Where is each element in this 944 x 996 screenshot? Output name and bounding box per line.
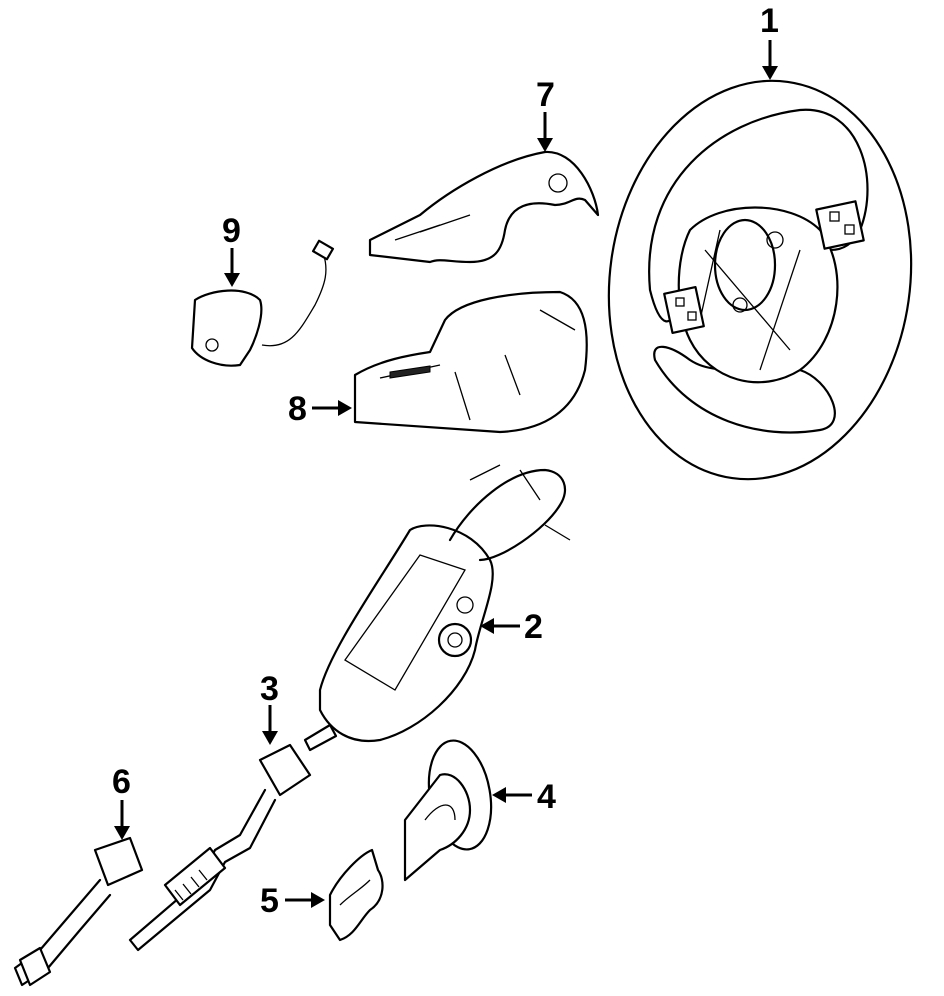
callout-label-8: 8: [288, 390, 307, 428]
intermediate-shaft[interactable]: [128, 743, 312, 952]
callout-label-3: 3: [260, 670, 279, 708]
callout-label-4: 4: [537, 778, 556, 816]
lower-column-cover[interactable]: [353, 290, 588, 434]
callout-arrow-6: [114, 800, 130, 840]
clockspring[interactable]: [190, 239, 335, 367]
column-boot-seal[interactable]: [403, 736, 499, 882]
steering-column[interactable]: [303, 464, 571, 752]
upper-column-cover[interactable]: [368, 150, 600, 264]
callout-label-2: 2: [524, 608, 543, 646]
heat-shield-bracket[interactable]: [328, 848, 384, 942]
callout-arrow-4: [492, 787, 532, 803]
callout-arrow-3: [262, 705, 278, 745]
callout-arrow-5: [285, 892, 325, 908]
callout-arrow-7: [537, 112, 553, 152]
callout-arrow-8: [312, 400, 352, 416]
callout-label-7: 7: [536, 76, 555, 114]
lower-u-joint-shaft[interactable]: [13, 836, 144, 987]
callout-arrow-2: [480, 618, 520, 634]
callout-arrow-1: [762, 40, 778, 80]
callout-arrow-9: [224, 248, 240, 287]
callout-label-1: 1: [760, 2, 779, 40]
steering-wheel[interactable]: [584, 61, 937, 499]
callout-label-5: 5: [260, 882, 279, 920]
callout-label-9: 9: [222, 212, 241, 250]
callout-label-6: 6: [112, 763, 131, 801]
